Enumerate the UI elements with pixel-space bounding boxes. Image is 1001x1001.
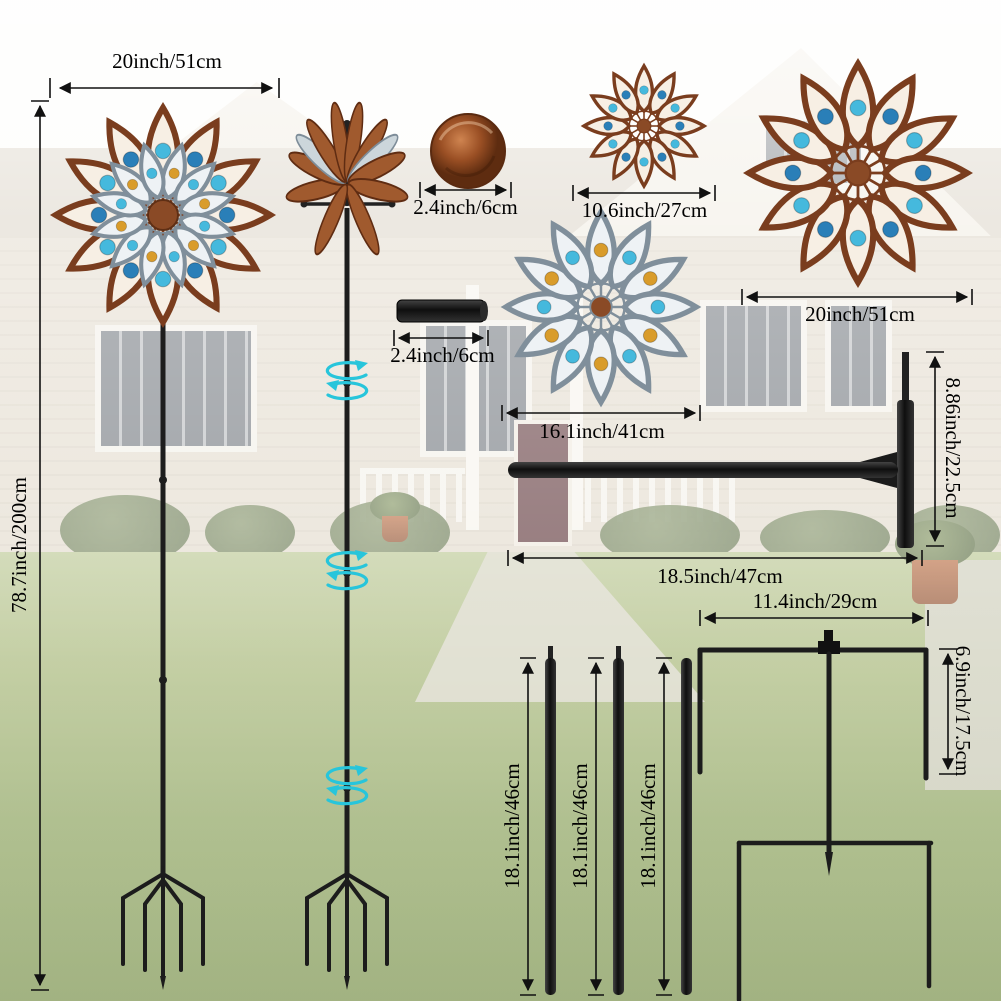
pole-part-3 (681, 658, 692, 995)
dim-label-small-flower: 10.6inch/27cm (581, 198, 708, 222)
main-wind-spinner (56, 108, 270, 992)
dim-label-pole-3: 18.1inch/46cm (635, 763, 660, 889)
large-flower-part (749, 64, 967, 282)
pole-part-1 (545, 658, 556, 995)
pole-part-2 (613, 658, 624, 995)
ground-base-part (697, 630, 934, 1001)
dim-label-rod-length: 18.5inch/47cm (657, 564, 783, 588)
dim-label-pole-2: 18.1inch/46cm (567, 763, 592, 889)
dim-label-base-width: 11.4inch/29cm (752, 589, 878, 613)
dim-label-large-flower: 20inch/51cm (805, 302, 915, 326)
one-prong-ground-stake-part (508, 352, 914, 548)
dimension-lines (31, 78, 973, 996)
side-view-petals (285, 101, 409, 256)
dim-label-rod-height: 8.86inch/22.5cm (941, 377, 966, 519)
dim-label-medium-flower: 16.1inch/41cm (539, 419, 665, 443)
dim-label-head-width: 20inch/51cm (112, 49, 222, 73)
dim-label-pole-1: 18.1inch/46cm (499, 763, 524, 889)
dim-label-connector: 2.4inch/6cm (390, 343, 495, 367)
small-flower-part (582, 64, 706, 188)
side-view-wind-spinner (285, 101, 409, 992)
five-prong-stake (305, 866, 389, 992)
copper-cap-part (430, 113, 506, 189)
extension-poles (545, 646, 692, 995)
dim-label-cap: 2.4inch/6cm (413, 195, 518, 219)
connector-tube-part (396, 299, 488, 323)
dim-label-base-height: 6.9inch/17.5cm (951, 645, 976, 777)
dim-label-total-height: 78.7inch/200cm (6, 477, 31, 613)
five-prong-stake (121, 866, 205, 992)
medium-flower-part (506, 212, 696, 402)
